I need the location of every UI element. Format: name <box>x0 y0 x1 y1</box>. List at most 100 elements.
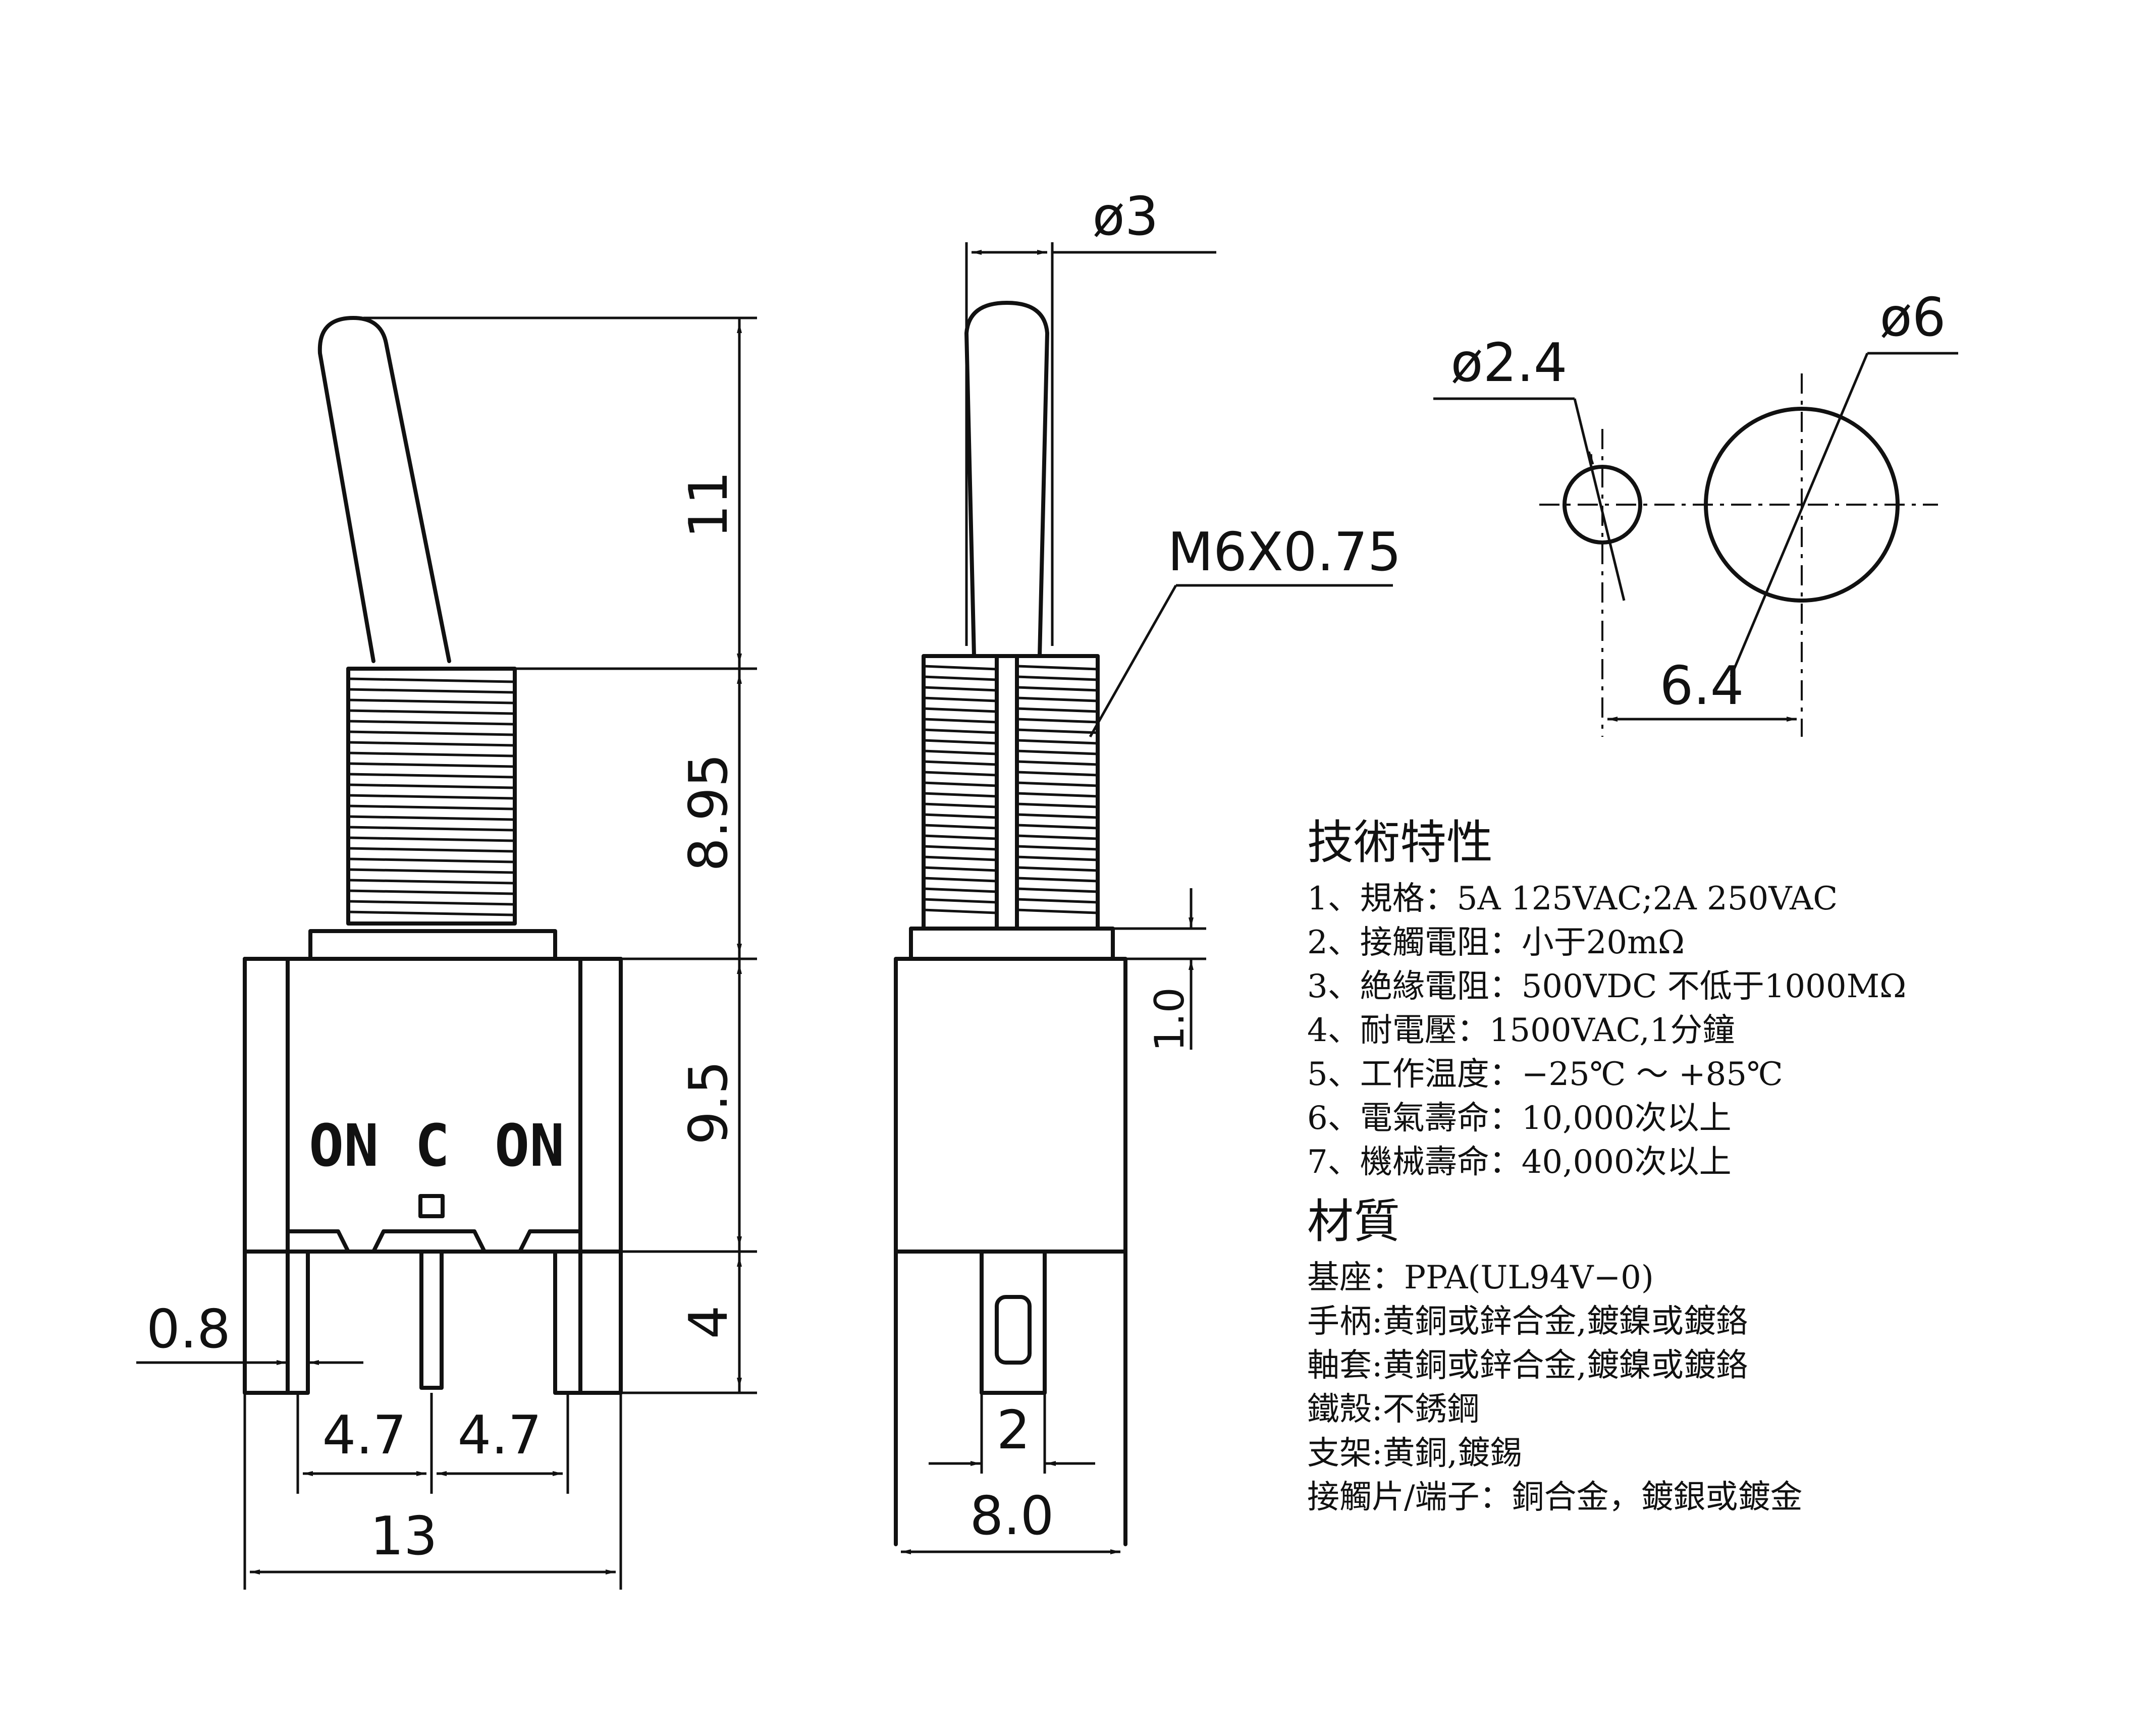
side-bushing <box>922 654 1100 931</box>
thread-line <box>1016 707 1098 713</box>
thread-line <box>348 751 515 757</box>
thread-line <box>1016 802 1098 808</box>
side-flange <box>909 927 1115 961</box>
label-c: C <box>415 1112 450 1180</box>
thread-line <box>923 686 997 692</box>
dim-terminal-width: 2 <box>997 1399 1031 1461</box>
thread-line <box>923 802 997 808</box>
front-body <box>243 957 623 1395</box>
dim-lever-height: 11 <box>678 471 739 538</box>
thread-line <box>1016 908 1098 914</box>
thread-line <box>348 815 515 821</box>
dim-pin-length: 4 <box>678 1306 739 1339</box>
front-lever <box>317 316 451 663</box>
pin-right <box>553 1250 582 1395</box>
thread-line <box>1016 696 1098 702</box>
dim-hole-pitch: 6.4 <box>1660 655 1744 717</box>
thread-line <box>923 781 997 787</box>
thread-line <box>923 771 997 777</box>
thread-line <box>348 677 515 683</box>
dim-pin-width: 0.8 <box>146 1298 231 1360</box>
spec-title: 技術特性 <box>1307 816 1493 870</box>
dim-body-width: 13 <box>370 1505 438 1567</box>
thread-line <box>348 709 515 715</box>
thread-line <box>348 804 515 810</box>
thread-line <box>1016 792 1098 798</box>
spec-item: 2、接觸電阻：小于20mΩ <box>1307 924 1685 961</box>
thread-line <box>348 720 515 726</box>
thread-line <box>1016 855 1098 861</box>
thread-line <box>1016 781 1098 787</box>
thread-line <box>348 889 515 895</box>
dim-thread: M6X0.75 <box>1167 521 1401 583</box>
front-flange <box>308 929 557 961</box>
thread-line <box>1016 728 1098 734</box>
thread-line <box>923 665 997 671</box>
spec-item: 4、耐電壓：1500VAC,1分鐘 <box>1307 1012 1735 1049</box>
thread-line <box>923 877 997 883</box>
thread-line <box>1016 877 1098 883</box>
thread-line <box>1016 771 1098 777</box>
thread-line <box>923 739 997 745</box>
thread-line <box>348 773 515 779</box>
thread-line <box>348 762 515 768</box>
thread-line <box>1016 834 1098 840</box>
thread-line <box>1016 686 1098 692</box>
thread-line <box>923 887 997 893</box>
side-view: ø3 M6X0.75 1.0 2 8.0 <box>894 186 1402 1554</box>
thread-line <box>348 688 515 694</box>
dim-pitch-right: 4.7 <box>458 1404 542 1466</box>
center-mark <box>418 1194 445 1218</box>
thread-line <box>348 698 515 704</box>
side-body <box>894 957 1127 1254</box>
front-bushing <box>346 667 517 926</box>
thread-line <box>923 824 997 830</box>
label-on-right: ON <box>495 1112 564 1180</box>
materials-list: 基座：PPA(UL94V−0) 手柄:黄銅或鋅合金,鍍鎳或鍍鉻 軸套:黄銅或鋅合… <box>1307 1256 2115 1520</box>
thread-line <box>348 836 515 842</box>
spec-item: 1、規格：5A 125VAC;2A 250VAC <box>1307 880 1838 917</box>
thread-line <box>923 707 997 713</box>
thread-line <box>348 730 515 736</box>
thread-line <box>923 845 997 851</box>
thread-line <box>1016 718 1098 724</box>
material-item: 支架:黄銅,鍍錫 <box>1307 1435 1522 1472</box>
dim-pitch-left: 4.7 <box>322 1404 407 1466</box>
spec-list: 1、規格：5A 125VAC;2A 250VAC 2、接觸電阻：小于20mΩ 3… <box>1307 877 2115 1184</box>
material-item: 手柄:黄銅或鋅合金,鍍鎳或鍍鉻 <box>1307 1303 1748 1340</box>
dim-hole-large: ø6 <box>1879 287 1946 348</box>
thread-line <box>348 910 515 916</box>
side-lever <box>964 301 1049 658</box>
thread-line <box>1016 866 1098 872</box>
thread-line <box>923 866 997 872</box>
thread-line <box>923 696 997 702</box>
material-item: 基座：PPA(UL94V−0) <box>1307 1259 1654 1296</box>
thread-line <box>348 783 515 789</box>
thread-line <box>923 749 997 755</box>
spec-item: 6、電氣壽命：10,000次以上 <box>1307 1100 1732 1137</box>
material-item: 接觸片/端子：銅合金，鍍銀或鍍金 <box>1307 1479 1803 1516</box>
thread-line <box>1016 887 1098 893</box>
spec-item: 3、絶緣電阻：500VDC 不低于1000MΩ <box>1307 968 1907 1005</box>
thread-line <box>923 813 997 819</box>
thread-line <box>348 794 515 800</box>
thread-line <box>923 855 997 861</box>
thread-line <box>1016 824 1098 830</box>
dim-lever-diameter: ø3 <box>1092 186 1158 247</box>
thread-line <box>348 847 515 853</box>
thread-line <box>1016 749 1098 755</box>
thread-line <box>1016 665 1098 671</box>
thread-line <box>348 741 515 747</box>
thread-line <box>1016 898 1098 904</box>
thread-line <box>1016 739 1098 745</box>
material-item: 鐵殼:不銹鋼 <box>1307 1391 1480 1428</box>
spec-item: 7、機械壽命：40,000次以上 <box>1307 1144 1732 1181</box>
thread-line <box>348 857 515 863</box>
thread-line <box>348 900 515 906</box>
thread-line <box>923 728 997 734</box>
side-terminal <box>980 1250 1047 1395</box>
front-view: ON C ON 11 8.95 9.5 4 0.8 4.7 4.7 <box>136 316 757 1590</box>
dim-bushing-height: 8.95 <box>678 753 739 872</box>
thread-line <box>1016 813 1098 819</box>
